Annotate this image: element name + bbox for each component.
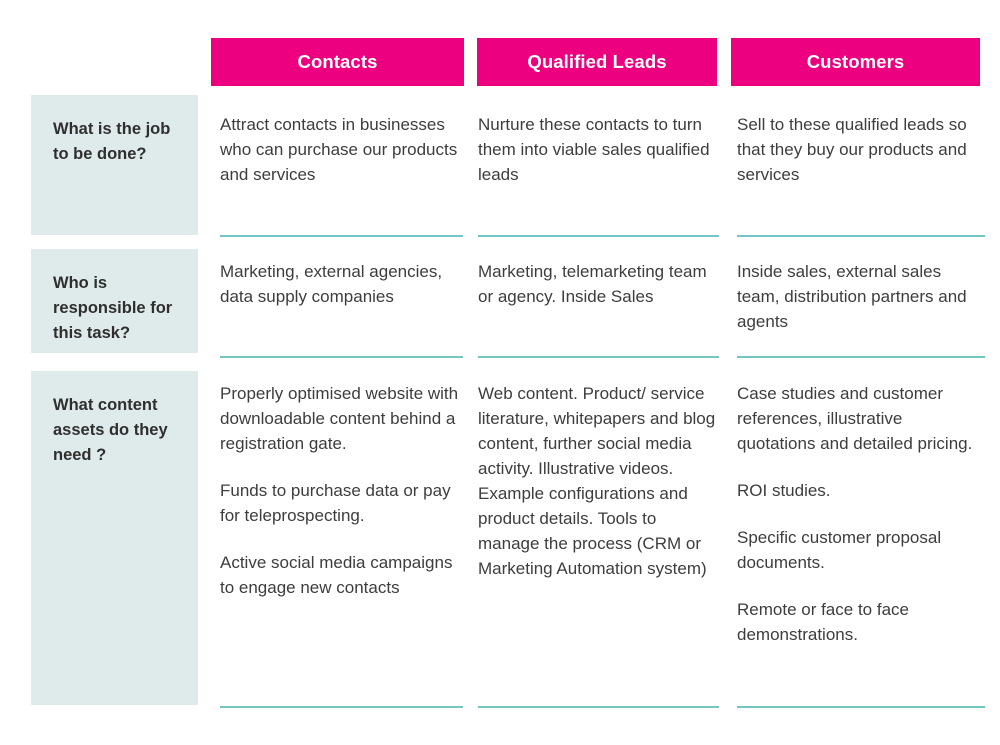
column-header-row: Contacts Qualified Leads Customers	[0, 38, 1000, 86]
cell-row1-qualified-leads: Nurture these contacts to turn them into…	[478, 113, 718, 188]
cell-paragraph: Properly optimised website with download…	[220, 384, 459, 453]
row-label-job-to-be-done-text: What is the job to be done?	[53, 120, 171, 163]
row3-separator-contacts	[220, 706, 463, 708]
row-label-responsible: Who is responsible for this task?	[31, 249, 198, 353]
cell-row3-customers: Case studies and customer references, il…	[737, 382, 985, 648]
cell-paragraph: Active social media campaigns to engage …	[220, 552, 453, 597]
cell-paragraph: Marketing, external agencies, data suppl…	[220, 262, 443, 306]
cell-paragraph: Remote or face to face demonstrations.	[737, 599, 909, 644]
row1-separator-contacts	[220, 235, 463, 237]
cell-row2-contacts: Marketing, external agencies, data suppl…	[220, 260, 466, 310]
cell-paragraph: Specific customer proposal documents.	[737, 527, 942, 572]
cell-paragraph: Web content. Product/ service literature…	[478, 384, 716, 578]
cell-paragraph: Case studies and customer references, il…	[737, 384, 973, 453]
row2-separator-customers	[737, 356, 985, 358]
row-label-responsible-text: Who is responsible for this task?	[53, 274, 173, 342]
column-header-qualified-leads-label: Qualified Leads	[527, 50, 667, 72]
cell-row1-customers: Sell to these qualified leads so that th…	[737, 113, 985, 188]
cell-row1-contacts: Attract contacts in businesses who can p…	[220, 113, 466, 188]
cell-paragraph: Funds to purchase data or pay for telepr…	[220, 480, 451, 525]
cell-row3-contacts: Properly optimised website with download…	[220, 382, 466, 601]
cell-paragraph: Attract contacts in businesses who can p…	[220, 115, 458, 184]
row3-separator-customers	[737, 706, 985, 708]
row-label-job-to-be-done: What is the job to be done?	[31, 95, 198, 235]
cell-paragraph: Sell to these qualified leads so that th…	[737, 115, 967, 184]
cell-paragraph: ROI studies.	[737, 480, 831, 500]
column-header-contacts: Contacts	[211, 38, 464, 86]
row1-separator-qualified-leads	[478, 235, 719, 237]
cell-row3-qualified-leads: Web content. Product/ service literature…	[478, 382, 718, 582]
cell-paragraph: Marketing, telemarketing team or agency.…	[478, 262, 707, 306]
cell-paragraph: Inside sales, external sales team, distr…	[737, 262, 967, 331]
column-header-customers: Customers	[731, 38, 980, 86]
row2-separator-contacts	[220, 356, 463, 358]
column-header-qualified-leads: Qualified Leads	[477, 38, 717, 86]
row3-separator-qualified-leads	[478, 706, 719, 708]
cell-row2-customers: Inside sales, external sales team, distr…	[737, 260, 985, 335]
row1-separator-customers	[737, 235, 985, 237]
cell-row2-qualified-leads: Marketing, telemarketing team or agency.…	[478, 260, 718, 310]
cell-paragraph: Nurture these contacts to turn them into…	[478, 115, 710, 184]
row-label-content-assets-text: What content assets do they need ?	[53, 396, 168, 464]
row-label-content-assets: What content assets do they need ?	[31, 371, 198, 705]
column-header-contacts-label: Contacts	[297, 50, 378, 72]
column-header-customers-label: Customers	[806, 50, 905, 72]
row2-separator-qualified-leads	[478, 356, 719, 358]
